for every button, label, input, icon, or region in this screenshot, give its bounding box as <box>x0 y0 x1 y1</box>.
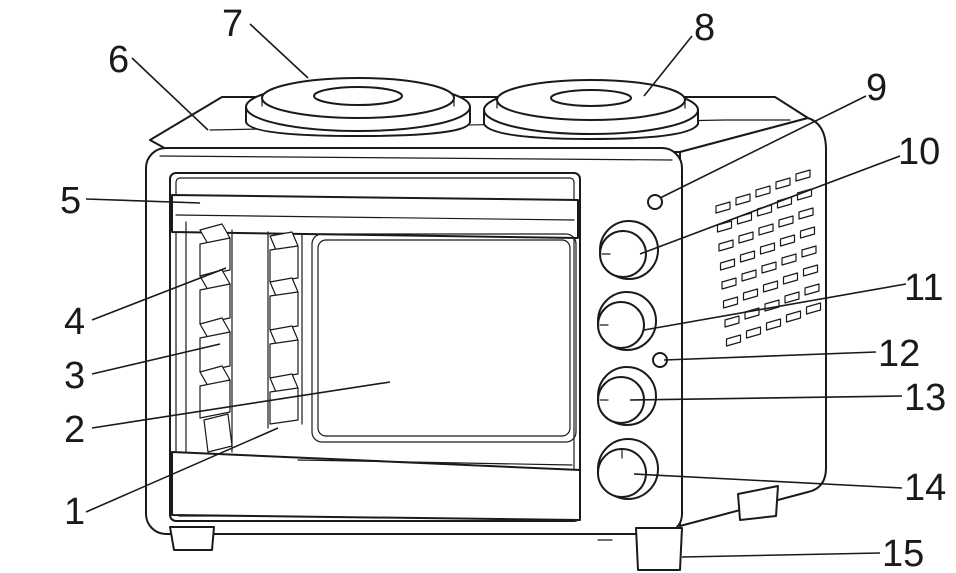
vent-slot <box>725 334 742 347</box>
vent-slot <box>762 280 779 293</box>
leader-9 <box>659 95 867 199</box>
callout-9: 9 <box>866 67 887 109</box>
callout-6: 6 <box>108 39 129 81</box>
vent-slot <box>781 253 797 266</box>
side-vents <box>715 169 822 347</box>
oven-feet <box>169 485 779 571</box>
foot-front-left <box>169 526 215 551</box>
door-bottom-strip <box>171 451 581 521</box>
vent-slot <box>724 315 740 328</box>
vent-slot <box>784 291 800 304</box>
vent-slot <box>719 258 736 271</box>
foot-back-right <box>737 485 779 521</box>
callout-7: 7 <box>222 3 243 45</box>
door-handle <box>171 194 579 239</box>
vent-slot <box>718 239 734 252</box>
callout-1: 1 <box>64 491 85 533</box>
leader-12 <box>663 351 877 361</box>
vent-slot <box>741 269 757 282</box>
callout-8: 8 <box>694 7 715 49</box>
vent-slot <box>742 288 759 301</box>
vent-slot <box>779 234 796 247</box>
hotplate-large <box>483 79 699 140</box>
vent-slot <box>799 226 816 239</box>
callout-10: 10 <box>898 131 940 173</box>
power-indicator-light <box>647 194 663 210</box>
leader-13 <box>629 395 903 401</box>
vent-slot <box>801 245 817 258</box>
control-panel <box>597 194 668 500</box>
glass-window <box>311 233 577 443</box>
vent-slot <box>755 185 771 198</box>
leader-7 <box>249 23 309 79</box>
callout-3: 3 <box>64 355 85 397</box>
callout-11: 11 <box>904 267 943 309</box>
vent-slot <box>759 242 776 255</box>
knob-11 <box>597 291 657 351</box>
leader-5 <box>85 198 201 204</box>
vent-slot <box>782 272 799 285</box>
vent-slot <box>738 231 754 244</box>
vent-slot <box>722 296 739 309</box>
vent-slot <box>795 169 811 182</box>
callout-12: 12 <box>878 333 920 375</box>
leader-15 <box>681 552 881 558</box>
callout-4: 4 <box>64 301 85 343</box>
vent-slot <box>798 207 814 220</box>
rack-guides-right <box>269 231 299 425</box>
callout-labels: 1 2 3 4 5 6 7 8 9 10 11 12 13 14 15 <box>60 3 946 573</box>
leader-4 <box>91 267 227 321</box>
leader-2 <box>91 381 391 429</box>
vent-slot <box>804 283 820 296</box>
vent-slot <box>721 277 737 290</box>
callout-2: 2 <box>64 409 85 451</box>
callout-15: 15 <box>882 533 924 573</box>
leader-8 <box>643 35 693 97</box>
vent-slot <box>739 250 756 263</box>
foot-front-right <box>635 527 683 571</box>
hotplate-small <box>245 77 471 137</box>
vent-slot <box>785 310 802 323</box>
vent-slot <box>735 193 751 206</box>
leader-10 <box>639 155 901 255</box>
leader-6 <box>131 57 209 131</box>
leader-11 <box>643 283 907 331</box>
vent-slot <box>765 318 782 331</box>
knob-13 <box>597 366 657 426</box>
leader-lines <box>85 23 907 558</box>
vent-slot <box>758 223 774 236</box>
vent-slot <box>802 264 819 277</box>
leader-1 <box>85 427 279 513</box>
vent-slot <box>775 177 791 190</box>
leader-3 <box>91 343 221 375</box>
vent-slot <box>761 261 777 274</box>
vent-slot <box>778 215 794 228</box>
callout-5: 5 <box>60 180 81 222</box>
leader-14 <box>633 473 903 489</box>
vent-slot <box>805 302 822 315</box>
knob-14 <box>597 438 659 500</box>
knob-10 <box>599 220 659 280</box>
callout-14: 14 <box>904 467 946 509</box>
vent-slot <box>745 326 762 339</box>
vent-slot <box>716 220 733 233</box>
callout-13: 13 <box>904 377 946 419</box>
vent-slot <box>715 201 731 214</box>
